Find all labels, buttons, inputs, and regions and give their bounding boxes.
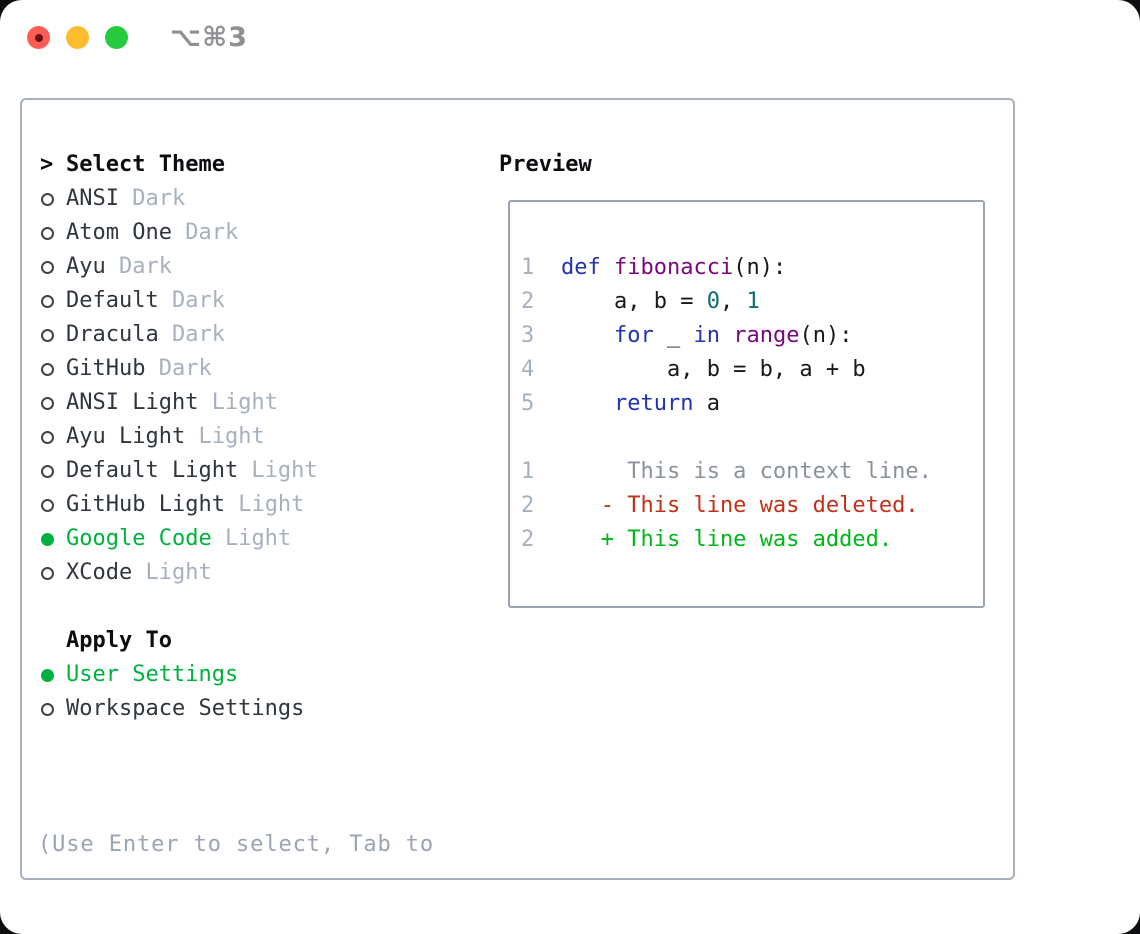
zoom-button[interactable] <box>105 26 128 49</box>
radio-icon <box>41 192 54 206</box>
radio-icon <box>41 702 54 716</box>
theme-list-header: > Select Theme <box>40 148 318 182</box>
line-content: - This line was deleted. <box>561 493 919 518</box>
theme-name: GitHub Light <box>66 492 225 517</box>
theme-option-github-light[interactable]: GitHub Light Light <box>40 488 318 522</box>
help-line-1: (Use Enter to select, Tab to <box>38 832 435 857</box>
line-number: 1 <box>521 459 535 484</box>
theme-option-github[interactable]: GitHub Dark <box>40 352 318 386</box>
line-content: for _ in range(n): <box>613 323 853 348</box>
theme-name: Google Code <box>66 526 212 551</box>
code-line: 3 for _ in range(n): <box>521 319 983 353</box>
radio-icon <box>41 396 54 410</box>
theme-variant: Dark <box>158 288 225 313</box>
radio-icon <box>41 430 54 444</box>
radio-icon <box>41 362 54 376</box>
radio-icon <box>41 226 54 240</box>
radio-icon <box>41 328 54 342</box>
theme-variant: Light <box>132 560 212 585</box>
theme-list-title: Select Theme <box>66 152 225 177</box>
theme-variant: Dark <box>145 356 212 381</box>
theme-option-dracula[interactable]: Dracula Dark <box>40 318 318 352</box>
line-number: 2 <box>521 289 535 314</box>
help-line-2: change focus) <box>38 930 434 934</box>
apply-option-label: Workspace Settings <box>66 696 305 721</box>
theme-name: ANSI Light <box>66 390 199 415</box>
line-content: def fibonacci(n): <box>561 255 787 280</box>
theme-variant: Dark <box>105 254 172 279</box>
apply-option-user-settings[interactable]: User Settings <box>40 658 318 692</box>
apply-to-header: Apply To <box>40 624 318 658</box>
close-dot-icon <box>34 33 43 42</box>
help-text: (Use Enter to select, Tab to change focu… <box>38 760 434 934</box>
code-line: 5 return a <box>521 387 983 421</box>
line-number: 3 <box>521 323 535 348</box>
line-number: 5 <box>521 391 535 416</box>
theme-name: Atom One <box>66 220 172 245</box>
apply-option-workspace-settings[interactable]: Workspace Settings <box>40 692 318 726</box>
theme-name: ANSI <box>66 186 119 211</box>
radio-icon <box>41 464 54 478</box>
theme-name: Dracula <box>66 322 159 347</box>
theme-variant: Light <box>211 526 292 551</box>
theme-option-ansi[interactable]: ANSI Dark <box>40 182 318 216</box>
theme-name: XCode <box>66 560 133 585</box>
line-content: This is a context line. <box>561 459 932 484</box>
theme-variant: Light <box>238 458 318 483</box>
radio-icon <box>41 294 54 308</box>
close-button[interactable] <box>27 26 50 49</box>
radio-selected-icon <box>41 532 54 546</box>
theme-name: GitHub <box>66 356 146 381</box>
theme-name: Ayu <box>66 254 106 279</box>
theme-option-default[interactable]: Default Dark <box>40 284 318 318</box>
line-number: 1 <box>521 255 535 280</box>
diff-line-context: 1 This is a context line. <box>521 455 983 489</box>
apply-to-title: Apply To <box>66 628 172 653</box>
theme-variant: Dark <box>118 186 186 211</box>
minimize-button[interactable] <box>66 26 89 49</box>
radio-icon <box>41 260 54 274</box>
selection-cursor-icon: > <box>40 152 54 177</box>
theme-option-ayu-light[interactable]: Ayu Light Light <box>40 420 318 454</box>
theme-name: Default Light <box>66 458 239 483</box>
theme-option-ayu[interactable]: Ayu Dark <box>40 250 318 284</box>
code-line: 2 a, b = 0, 1 <box>521 285 983 319</box>
radio-icon <box>41 566 54 580</box>
spacer-row <box>40 590 318 624</box>
line-content: a, b = b, a + b <box>561 357 866 382</box>
theme-variant: Light <box>198 390 278 415</box>
radio-selected-icon <box>41 668 54 682</box>
theme-variant: Dark <box>171 220 239 245</box>
radio-icon <box>41 498 54 512</box>
theme-variant: Light <box>224 492 305 517</box>
line-content: + This line was added. <box>561 527 893 552</box>
blank-line <box>521 421 983 455</box>
line-number: 2 <box>521 527 535 552</box>
diff-line-added: 2 + This line was added. <box>521 523 983 557</box>
titlebar: ⌥⌘3 <box>27 22 248 53</box>
line-content: a, b = 0, 1 <box>561 289 760 314</box>
window-shortcut-label: ⌥⌘3 <box>170 22 248 53</box>
theme-option-default-light[interactable]: Default Light Light <box>40 454 318 488</box>
theme-option-atom-one[interactable]: Atom One Dark <box>40 216 318 250</box>
code-line: 1 def fibonacci(n): <box>521 251 983 285</box>
line-number: 4 <box>521 357 535 382</box>
theme-option-ansi-light[interactable]: ANSI Light Light <box>40 386 318 420</box>
theme-name: Default <box>66 288 159 313</box>
preview-title: Preview <box>499 152 592 177</box>
theme-variant: Light <box>185 424 265 449</box>
theme-option-xcode[interactable]: XCode Light <box>40 556 318 590</box>
theme-variant: Dark <box>158 322 225 347</box>
theme-option-google-code[interactable]: Google Code Light <box>40 522 318 556</box>
theme-name: Ayu Light <box>66 424 186 449</box>
diff-line-deleted: 2 - This line was deleted. <box>521 489 983 523</box>
code-line: 4 a, b = b, a + b <box>521 353 983 387</box>
line-number: 2 <box>521 493 535 518</box>
line-content: return a <box>613 391 720 416</box>
apply-option-label: User Settings <box>66 662 239 687</box>
